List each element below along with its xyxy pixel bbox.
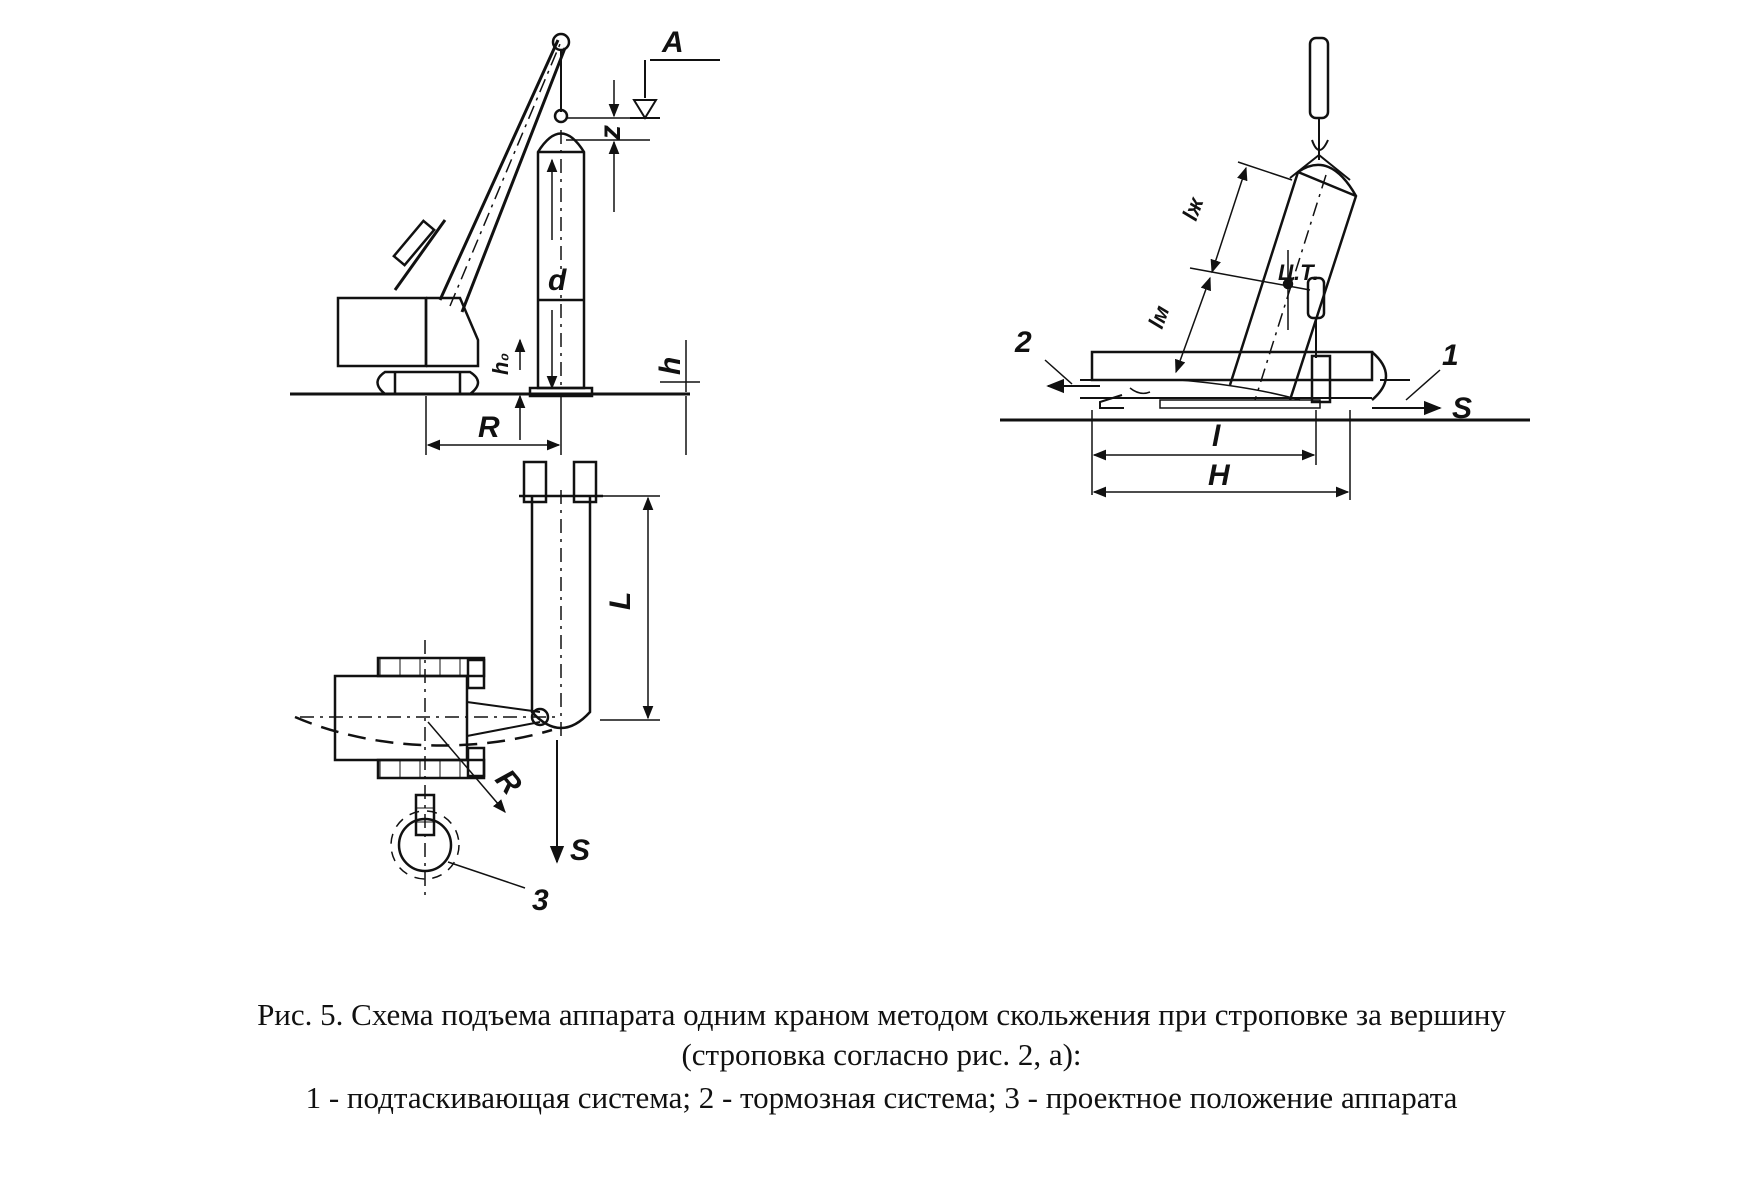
label-S-plan: S: [570, 834, 590, 867]
lifting-scheme-figure: A z d h₀ h R: [290, 26, 1530, 917]
label-d: d: [548, 264, 567, 297]
caption-line-3: 1 - подтаскивающая система; 2 - тормозна…: [305, 1080, 1458, 1115]
caption-line-2: (строповка согласно рис. 2, а):: [681, 1037, 1082, 1072]
crane-boom: [392, 32, 571, 313]
label-lm: lм: [1143, 302, 1174, 332]
caption-line-1: Рис. 5. Схема подъема аппарата одним кра…: [257, 997, 1506, 1032]
vessel-lying: [1080, 350, 1410, 409]
label-S-right: S: [1452, 392, 1472, 425]
label-3: 3: [532, 884, 549, 917]
sliding-view: [1000, 36, 1530, 500]
side-view: [290, 32, 720, 455]
plan-view: [294, 460, 660, 900]
label-1: 1: [1442, 339, 1459, 372]
label-H: H: [1208, 459, 1231, 492]
label-h0: h₀: [488, 353, 513, 375]
label-z: z: [594, 125, 627, 141]
label-R: R: [478, 411, 500, 444]
crane-plan: [333, 674, 469, 762]
design-position-3: [397, 817, 453, 873]
label-ct: Ц.Т.: [1278, 260, 1319, 285]
label-h: h: [654, 357, 687, 375]
label-2: 2: [1014, 326, 1032, 359]
label-A: A: [661, 26, 684, 59]
crane-body: [336, 296, 480, 396]
label-lzh: lж: [1177, 193, 1209, 224]
vessel-foot-left: [522, 460, 548, 504]
label-R-plan: R: [489, 763, 528, 801]
hook-block: [1308, 36, 1330, 120]
label-L-plan: L: [604, 592, 637, 610]
vessel-foot-right: [572, 460, 598, 504]
vessel-upright: [528, 130, 594, 398]
label-l: l: [1212, 420, 1221, 453]
swing-arc: [294, 715, 553, 747]
